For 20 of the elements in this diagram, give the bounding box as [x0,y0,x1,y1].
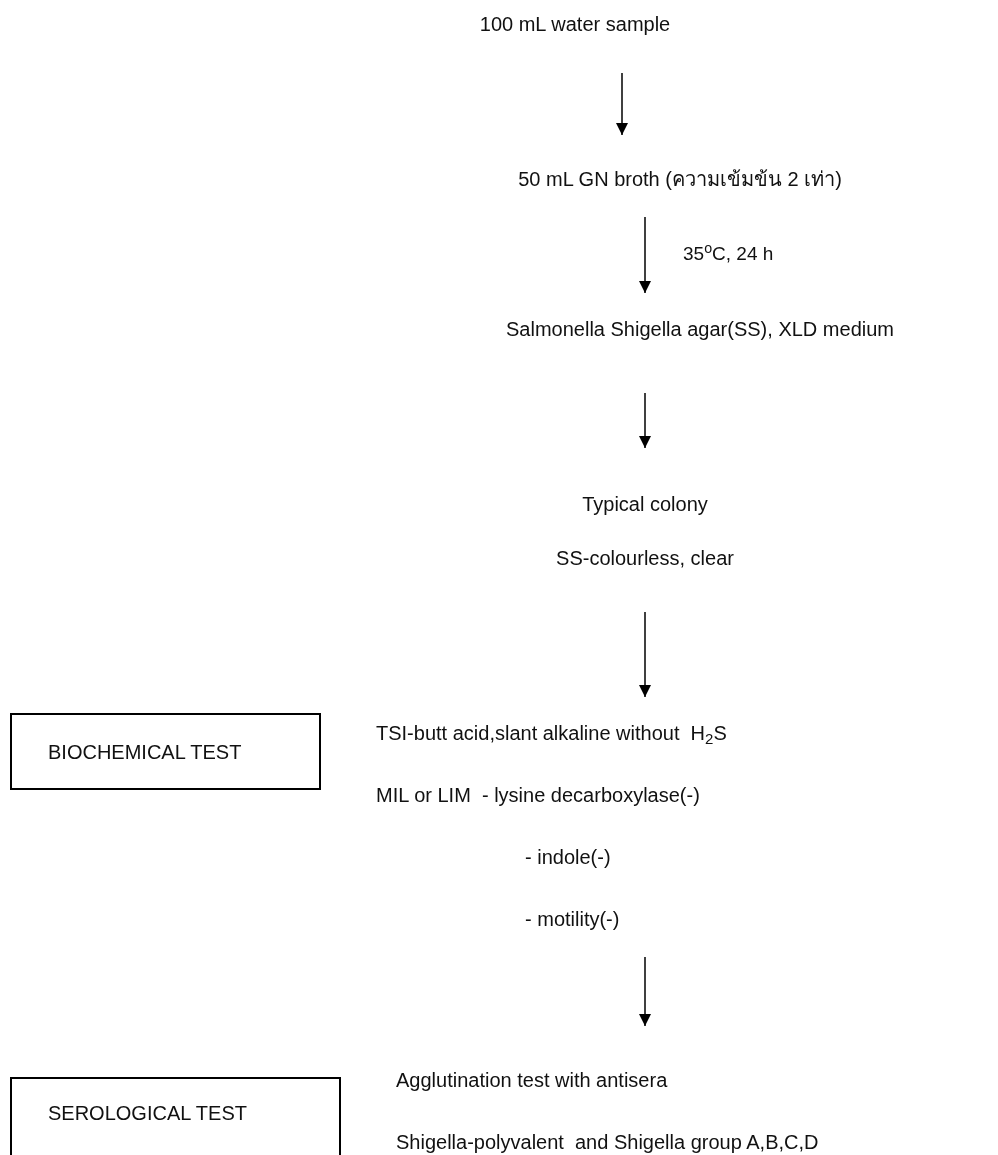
step-text: MIL or LIM - lysine decarboxylase(-) [376,783,700,808]
step-text: Agglutination test with antisera [396,1068,668,1093]
step-text: 50 mL GN broth (ความเข้มข้น 2 เท่า) [518,167,842,192]
step-text: Typical colony [582,492,708,517]
arrow [639,216,651,294]
process-box [10,1077,341,1155]
step-text: TSI-butt acid,slant alkaline without H$_{2}$S [376,721,727,747]
step-text: 100 mL water sample [479,12,671,37]
box-title: SEROLOGICAL TEST [48,1101,247,1126]
process-box [10,713,321,790]
step-text: - indole(-) [525,845,611,870]
box-title: BIOCHEMICAL TEST [48,739,242,765]
arrow [639,611,651,698]
step-text: - motility(-) [525,907,620,932]
step-text: Salmonella Shigella agar(SS), XLD medium [506,317,894,342]
arrow [639,956,651,1027]
arrow [639,392,651,449]
step-text: Shigella-polyvalent and Shigella group A,B,C,D [396,1130,819,1155]
step-text: SS-colourless, clear [556,546,734,571]
arrow [616,72,628,136]
